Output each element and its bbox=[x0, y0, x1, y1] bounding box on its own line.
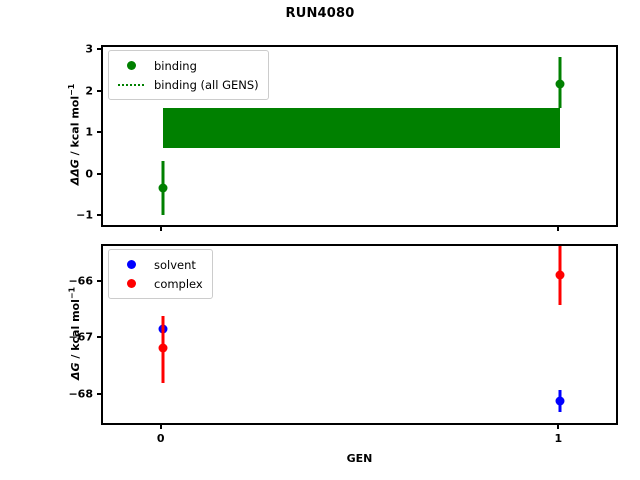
y-tick-mark bbox=[97, 214, 101, 217]
legend-dotted-line-icon bbox=[118, 83, 144, 86]
legend-item[interactable]: binding (all GENS) bbox=[116, 75, 259, 94]
legend-label: complex bbox=[154, 276, 203, 291]
x-axis-label: GEN bbox=[346, 452, 373, 465]
x-tick-mark bbox=[159, 227, 162, 231]
x-tick-label: 0 bbox=[156, 432, 165, 445]
x-tick-label: 1 bbox=[554, 432, 563, 445]
y-tick-label: −68 bbox=[68, 387, 93, 401]
legend-key bbox=[116, 83, 146, 86]
legend-key bbox=[116, 279, 146, 288]
y-tick-label: 0 bbox=[85, 167, 93, 181]
legend-marker-icon bbox=[126, 279, 136, 288]
y-tick-label: −67 bbox=[68, 330, 93, 344]
y-tick-label: 3 bbox=[85, 42, 93, 56]
y-tick-mark bbox=[97, 336, 101, 339]
data-point-marker[interactable] bbox=[158, 183, 168, 193]
x-tick-mark bbox=[557, 425, 560, 429]
legend-key bbox=[116, 61, 146, 70]
legend-item[interactable]: binding bbox=[116, 56, 259, 75]
x-tick-mark bbox=[159, 425, 162, 429]
data-point-marker[interactable] bbox=[555, 79, 565, 89]
y-tick-mark bbox=[97, 89, 101, 92]
y-tick-mark bbox=[97, 131, 101, 134]
legend-key bbox=[116, 260, 146, 269]
y-tick-mark bbox=[97, 172, 101, 175]
data-point-marker[interactable] bbox=[158, 343, 168, 353]
y-axis-label-bottom-exponent: −1 bbox=[66, 286, 76, 299]
y-tick-label: 1 bbox=[85, 125, 93, 139]
data-point-marker[interactable] bbox=[555, 270, 565, 280]
x-tick-mark bbox=[557, 227, 560, 231]
legend-item[interactable]: solvent bbox=[116, 255, 203, 274]
legend-label: solvent bbox=[154, 257, 196, 272]
y-tick-mark bbox=[97, 392, 101, 395]
y-tick-mark bbox=[97, 279, 101, 282]
legend-bottom[interactable]: solvent complex bbox=[108, 249, 213, 299]
y-tick-label: 2 bbox=[85, 84, 93, 98]
legend-top[interactable]: binding binding (all GENS) bbox=[108, 50, 269, 100]
y-tick-label: −1 bbox=[76, 208, 93, 222]
data-point-marker[interactable] bbox=[555, 396, 565, 406]
legend-item[interactable]: complex bbox=[116, 274, 203, 293]
page-title: RUN4080 bbox=[285, 6, 355, 21]
y-axis-label-bottom-symbol: ΔG bbox=[68, 361, 82, 380]
y-tick-label: −66 bbox=[68, 274, 93, 288]
y-tick-mark bbox=[97, 48, 101, 51]
legend-label: binding (all GENS) bbox=[154, 77, 259, 92]
legend-marker-icon bbox=[126, 260, 136, 269]
legend-marker-icon bbox=[126, 61, 136, 70]
all-gens-band bbox=[162, 108, 561, 148]
legend-label: binding bbox=[154, 58, 197, 73]
